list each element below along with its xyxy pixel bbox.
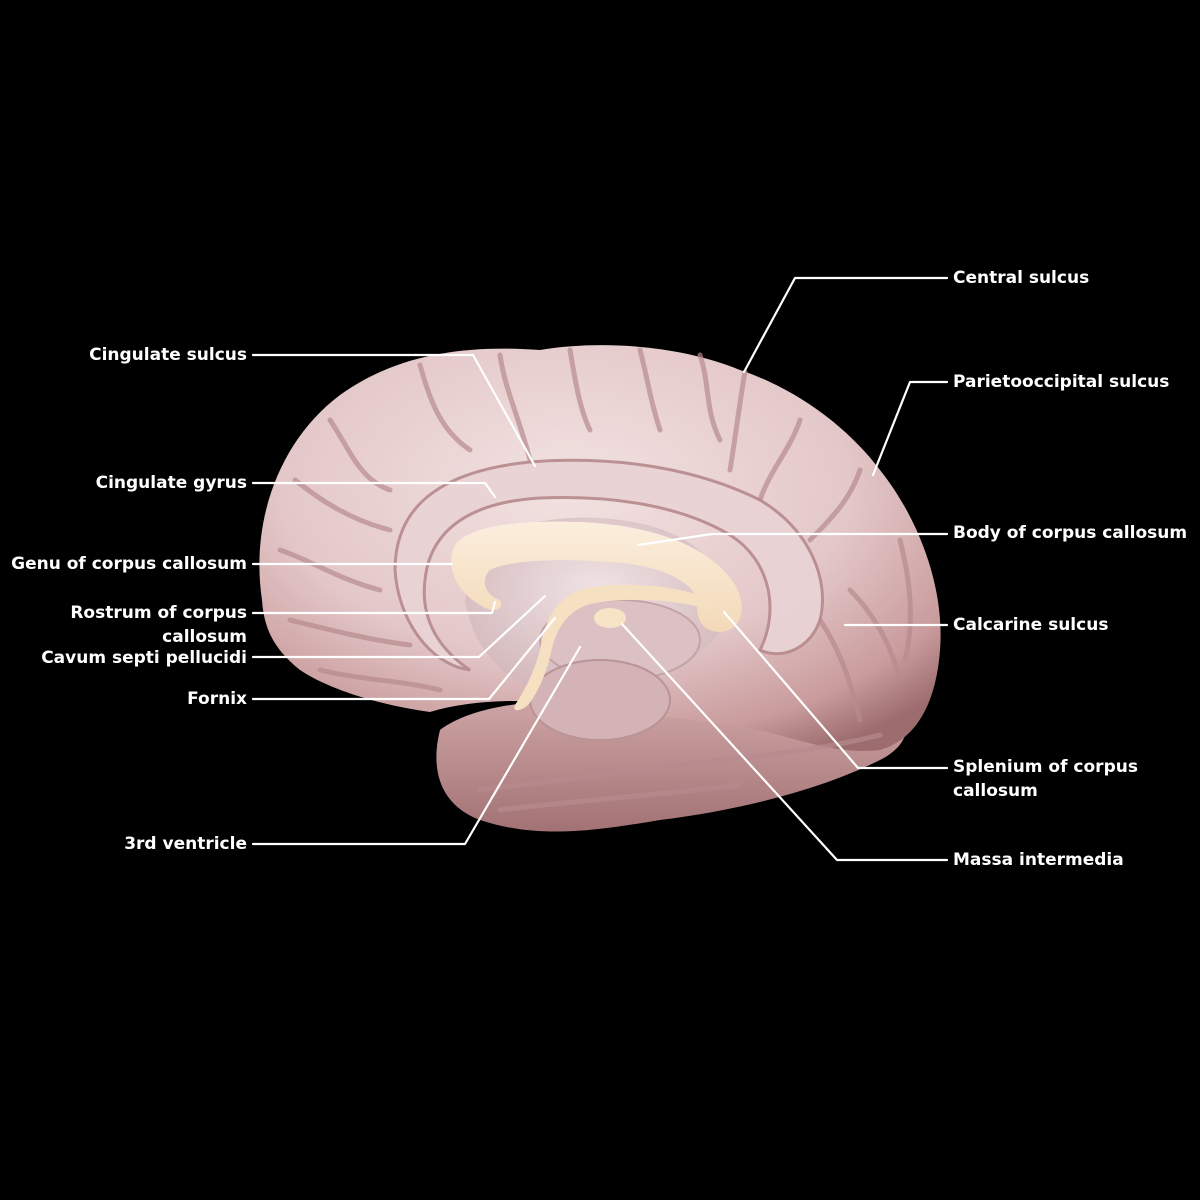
leader-cingulate-gyrus [251,481,497,499]
leader-cavum [251,594,547,659]
label-massa-intermedia: Massa intermedia [953,850,1124,870]
leader-massa [620,622,949,862]
label-genu-corpus-callosum: Genu of corpus callosum [11,554,247,574]
sulci-pattern [277,347,913,813]
fornix [514,584,710,711]
label-third-ventricle: 3rd ventricle [124,834,247,854]
leader-parietooccipital [871,380,949,477]
brainstem-mound [529,659,671,741]
label-central-sulcus: Central sulcus [953,268,1090,288]
massa-intermedia [594,608,626,628]
label-body-corpus-callosum: Body of corpus callosum [953,523,1188,543]
leader-central-sulcus [742,276,949,374]
label-fornix: Fornix [187,689,247,709]
label-cavum-septi-pellucidi: Cavum septi pellucidi [41,648,247,668]
corpus-callosum [451,521,742,632]
leader-lines [251,276,949,862]
leader-splenium [722,610,949,770]
leader-cingulate-sulcus [251,353,537,468]
label-cingulate-gyrus: Cingulate gyrus [95,473,247,493]
leader-fornix [251,616,557,701]
label-cingulate-sulcus: Cingulate sulcus [89,345,247,365]
label-splenium-corpus-callosum: Splenium of corpus [953,757,1138,777]
label-splenium-corpus-callosum-line2: callosum [953,781,1038,801]
label-calcarine-sulcus: Calcarine sulcus [953,615,1109,635]
cingulate-gyrus [393,458,824,672]
leader-rostrum [251,600,497,615]
label-rostrum-corpus-callosum: Rostrum of corpus [70,603,247,623]
label-rostrum-corpus-callosum-line2: callosum [162,627,247,647]
label-parietooccipital-sulcus: Parietooccipital sulcus [953,372,1170,392]
leader-body-cc [636,532,949,547]
leader-third-ventricle [251,645,582,846]
